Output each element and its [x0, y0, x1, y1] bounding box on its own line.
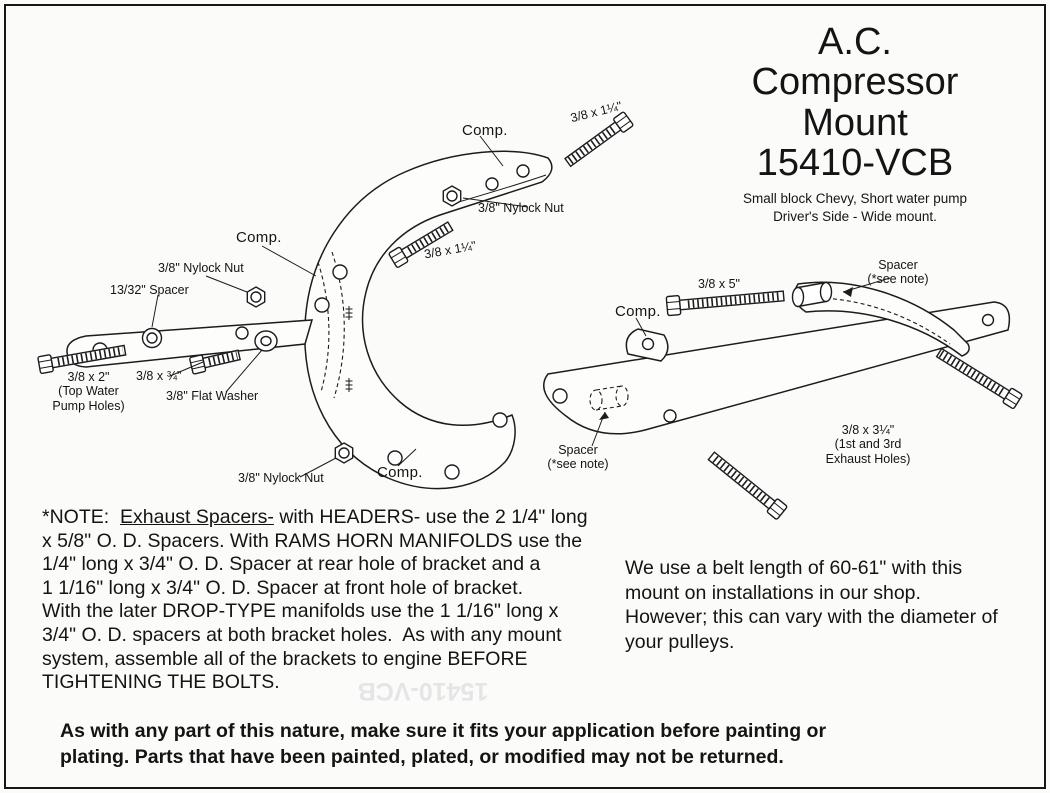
label-nylock-nut-top: 3/8" Nylock Nut [478, 201, 564, 215]
label-comp-left: Comp. [236, 229, 282, 246]
label-nylock-nut-bottom: 3/8" Nylock Nut [238, 471, 324, 485]
title-block: A.C. Compressor Mount 15410-VCB Small bl… [703, 22, 1007, 225]
label-spacer-13-32: 13/32" Spacer [110, 283, 189, 297]
water-pump-arm [66, 319, 314, 368]
label-comp-bottom: Comp. [377, 464, 423, 481]
stud-mark-icon [345, 378, 353, 392]
belt-length-note: We use a belt length of 60-61" with this… [625, 557, 998, 653]
note-prefix: *NOTE: [42, 506, 121, 528]
label-bolt-3-8x2: 3/8 x 2" (Top Water Pump Holes) [52, 370, 125, 413]
bolt-3-8x1-1-4-mid [388, 221, 454, 268]
label-nylock-nut-left: 3/8" Nylock Nut [158, 261, 244, 275]
note-body: with HEADERS- use the 2 1/4" long x 5/8"… [42, 506, 588, 694]
title-line-3: Mount [802, 101, 908, 144]
comp-tab [625, 328, 669, 362]
bolt-3-8x2 [37, 344, 127, 375]
part-number: 15410-VCB [756, 141, 954, 184]
bolt-3-8x1-1-4-top [564, 111, 634, 168]
label-spacer-right-top: Spacer (*see note) [867, 258, 929, 287]
subtitle-line-1: Small block Chevy, Short water pump [742, 191, 968, 207]
nylock-nut-left [246, 286, 266, 308]
compressor-bracket [304, 150, 553, 490]
watermark-text: 15410-VCB [357, 676, 489, 705]
leader-lines [151, 135, 891, 478]
subtitle-line-2: Driver's Side - Wide mount. [773, 208, 937, 224]
spacer-cylinder [791, 281, 833, 308]
label-comp-top: Comp. [462, 122, 508, 139]
bolt-3-8x3-1-4-lower [707, 451, 788, 520]
label-comp-right: Comp. [615, 303, 661, 320]
label-bolt-3-8x5: 3/8 x 5" [698, 277, 740, 291]
bolt-3-8x3-1-4-upper [935, 347, 1023, 410]
return-policy-warning: As with any part of this nature, make su… [60, 720, 827, 769]
exhaust-spacer-note: *NOTE: Exhaust Spacers- with HEADERS- us… [42, 506, 622, 695]
bolt-3-8x5 [665, 290, 785, 317]
note-underlined: Exhaust Spacers- [120, 506, 274, 528]
nylock-nut-top [442, 185, 462, 207]
label-bolt-3-8x3-1-4: 3/8 x 3¼" (1st and 3rd Exhaust Holes) [825, 423, 911, 466]
label-spacer-right-bottom: Spacer (*see note) [547, 443, 609, 472]
support-bar [543, 301, 1011, 435]
nylock-nut-bottom [334, 442, 354, 464]
title-line-2: Compressor [751, 61, 959, 104]
title-line-1: A.C. [818, 21, 892, 63]
label-bolt-3-8x3-4: 3/8 x ¾" [136, 369, 182, 383]
stud-mark-icon [345, 306, 353, 320]
label-flat-washer: 3/8" Flat Washer [166, 389, 259, 403]
flat-washer [254, 330, 278, 352]
